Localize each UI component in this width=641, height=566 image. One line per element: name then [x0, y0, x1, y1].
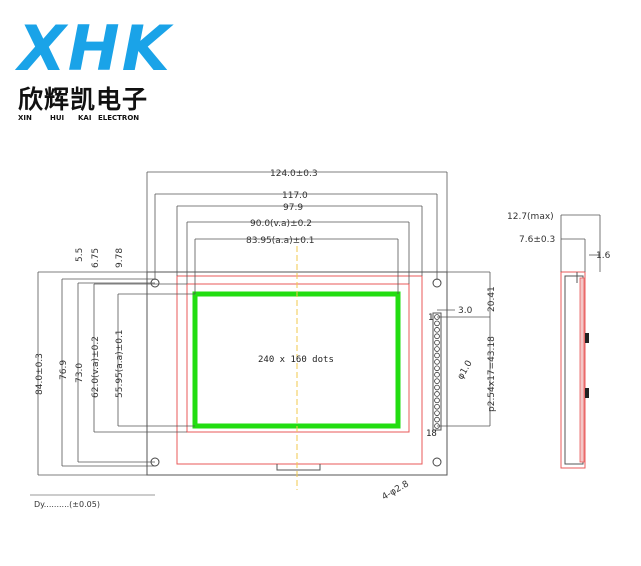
dim-height-holes: 73.0 — [75, 363, 85, 383]
pin-hole — [434, 391, 440, 397]
dim-height-va: 62.0(v.a)±0.2 — [91, 336, 101, 398]
dim-offset-5-5: 5.5 — [75, 248, 85, 262]
mount-hole-br — [432, 457, 442, 467]
pin-hole — [434, 352, 440, 359]
brand-name-en-3: KAI — [78, 114, 91, 122]
viewing-area-outline — [186, 283, 410, 433]
pin-last-label: 18 — [426, 429, 437, 439]
connector-notch — [276, 464, 321, 471]
pin-hole — [434, 320, 440, 327]
brand-logo: XHK 欣辉凯电子 XIN HUI KAI ELECTRON — [14, 12, 174, 122]
pin-hole — [434, 365, 440, 372]
dim-pin-offset: 3.0 — [458, 306, 473, 316]
bottom-note: Dy..........(±0.05) — [34, 500, 100, 509]
pin-hole — [434, 416, 440, 423]
pin-header-rail — [432, 312, 442, 431]
dim-pin-top: 20.41 — [487, 286, 497, 312]
side-pcb — [579, 277, 585, 463]
dim-side-pcb: 1.6 — [596, 251, 611, 261]
dim-width-va: 90.0(v.a)±0.2 — [250, 219, 312, 229]
resolution-label: 240 x 160 dots — [258, 355, 334, 365]
pin-hole — [434, 378, 440, 384]
side-view: 12.7(max) 7.6±0.3 1.6 — [507, 212, 611, 469]
pin-hole — [434, 346, 440, 352]
pin-hole — [434, 397, 440, 404]
mount-hole-tr — [432, 278, 442, 288]
side-pin-bottom — [585, 388, 589, 398]
dim-width-bezel: 97.9 — [283, 203, 303, 213]
dim-height-total: 84.0±0.3 — [35, 353, 45, 395]
dim-pin-pitch: p2.54x17=43.18 — [487, 336, 497, 412]
dim-height-bezel: 76.9 — [59, 360, 69, 380]
brand-name-en-2: HUI — [50, 114, 64, 122]
pin-hole — [434, 410, 440, 416]
dim-side-body: 7.6±0.3 — [519, 235, 555, 245]
pin-hole — [434, 359, 440, 365]
pin-hole — [434, 333, 440, 340]
side-pin-top — [585, 333, 589, 343]
pin-hole — [434, 371, 440, 378]
side-bezel — [560, 271, 586, 469]
pin-header — [432, 312, 442, 431]
logo-mark: XHK — [14, 12, 174, 85]
dim-width-total: 124.0±0.3 — [270, 169, 318, 179]
pin-hole — [434, 327, 440, 333]
dim-width-aa: 83.95(a.a)±0.1 — [246, 236, 315, 246]
brand-name-en-4: ELECTRON — [98, 114, 139, 122]
pin-hole-label: φ1.0 — [456, 359, 475, 382]
dim-side-thickness: 12.7(max) — [507, 212, 554, 222]
dim-offset-6-75: 6.75 — [91, 248, 101, 268]
pin-hole — [434, 384, 440, 391]
brand-name-en-1: XIN — [18, 114, 32, 122]
pin-hole — [434, 339, 440, 346]
bezel-outline — [176, 275, 423, 465]
pin-first-label: 1 — [428, 313, 433, 323]
brand-name-cn: 欣辉凯电子 — [18, 85, 148, 114]
dim-width-holes: 117.0 — [282, 191, 308, 201]
dim-height-aa: 55.95(a.a)±0.1 — [115, 329, 125, 398]
mount-hole-label: 4-φ2.8 — [381, 479, 412, 502]
front-view: 1 18 240 x 160 dots 124.0±0.3 117.0 97.9… — [30, 169, 497, 509]
dim-offset-9-78: 9.78 — [115, 248, 125, 268]
pin-hole — [434, 403, 440, 410]
